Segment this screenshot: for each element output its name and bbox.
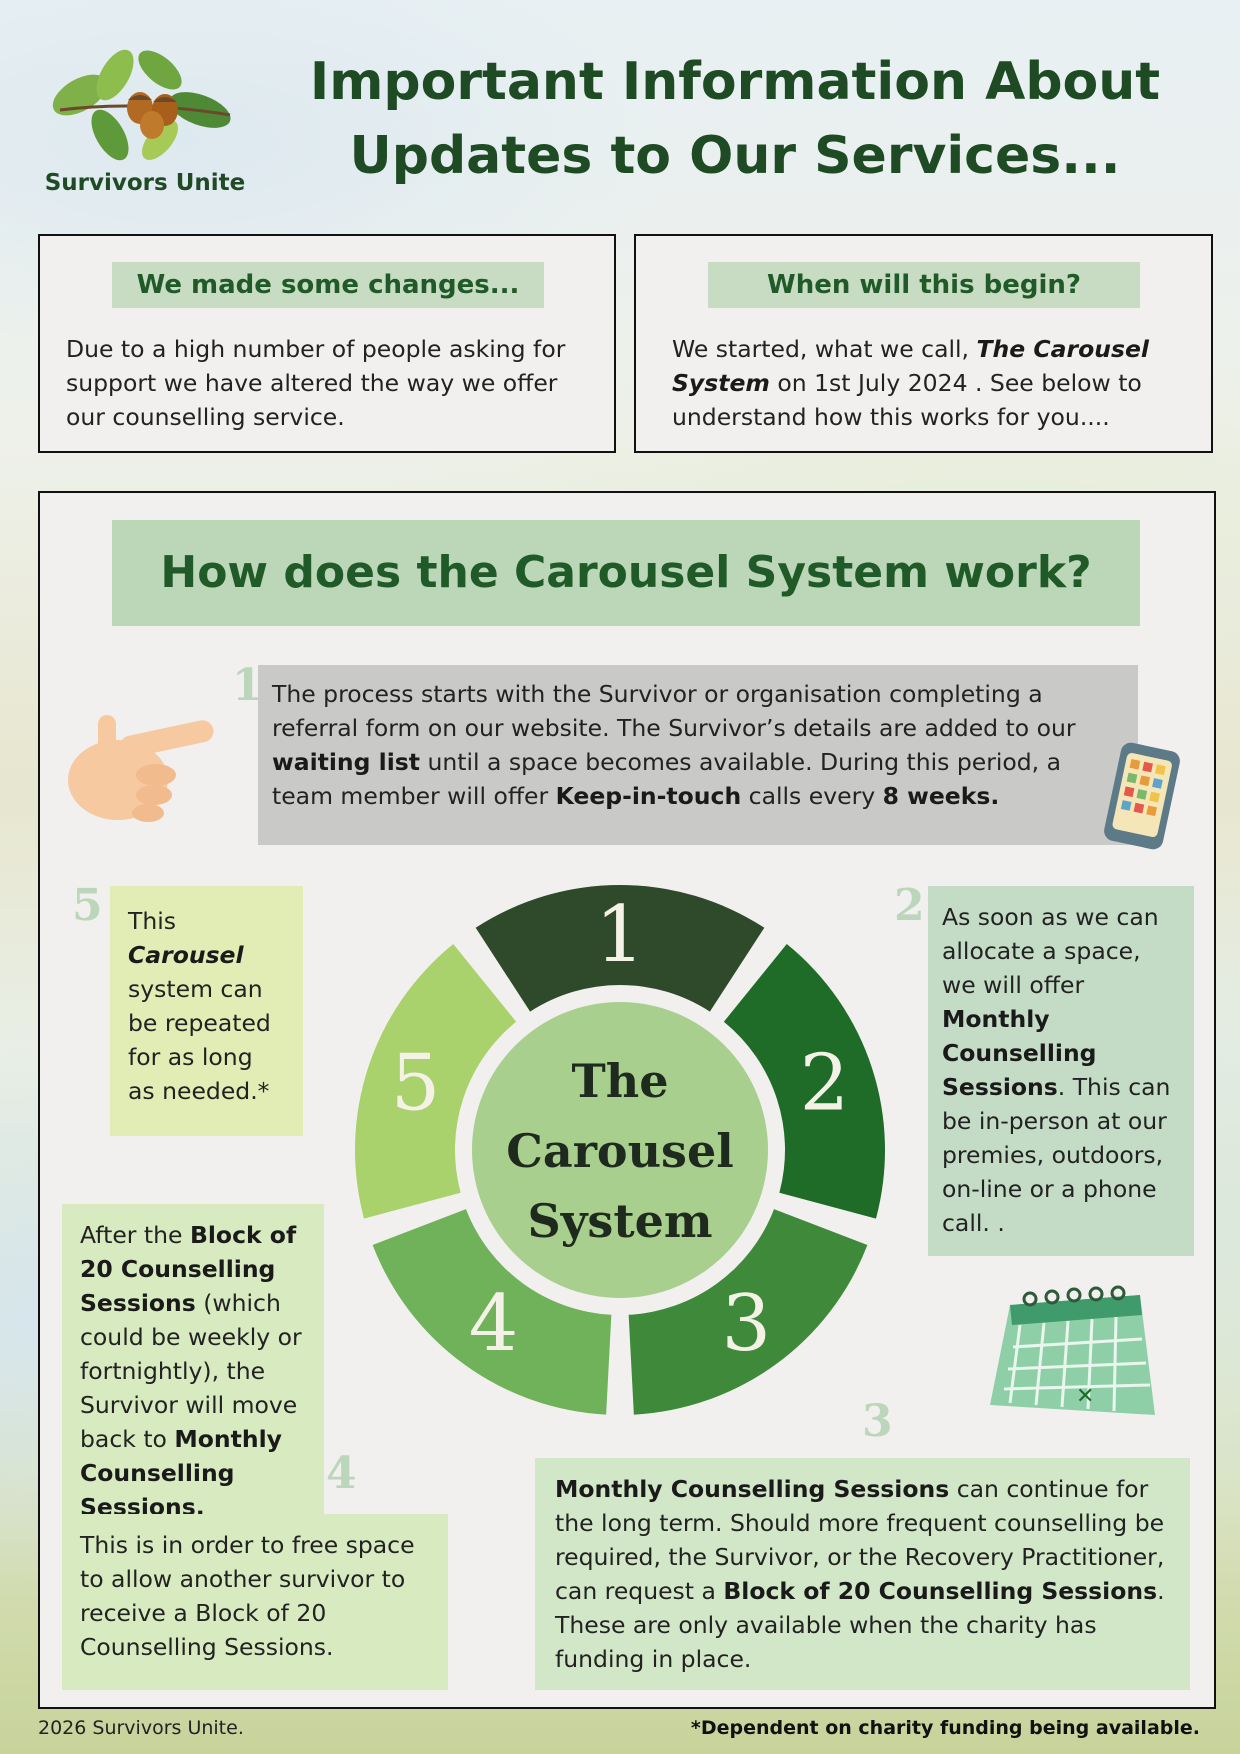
step-1-part-1: The process starts with the Survivor or … [272, 680, 1076, 742]
step-1-part-3: calls every [741, 782, 883, 810]
logo: Survivors Unite [40, 40, 250, 210]
begin-heading: When will this begin? [708, 262, 1140, 308]
wheel-segment-5 [355, 944, 517, 1219]
changes-body: Due to a high number of people asking fo… [66, 335, 566, 431]
step-3-bold-1: Monthly Counselling Sessions [555, 1475, 950, 1503]
step-3-part-1: can continue for the long term. Should m… [555, 1475, 1165, 1605]
wheel-segment-1 [475, 885, 765, 1012]
carousel-heading: How does the Carousel System work? [112, 520, 1140, 626]
page-title: Important Information About Updates to O… [270, 45, 1200, 193]
wheel-center-line-2: Carousel [506, 1124, 733, 1178]
logo-name: Survivors Unite [44, 170, 246, 196]
wheel-center-line-3: System [527, 1194, 712, 1248]
step-1-bold-1: waiting list [272, 748, 420, 776]
step-3-text: Monthly Counselling Sessions can continu… [535, 1458, 1190, 1690]
step-3-part-2: . These are only available when the char… [555, 1577, 1165, 1673]
step-4-bold-2: Monthly Counselling Sessions. [80, 1425, 282, 1521]
step-1-bold-3: 8 weeks. [882, 782, 1000, 810]
begin-body: We started, what we call, The Carousel S… [672, 332, 1182, 434]
step-1-text: The process starts with the Survivor or … [258, 665, 1138, 845]
step-4-text-continued: This is in order to free space to allow … [62, 1514, 448, 1690]
carousel-wheel: The Carousel System 1 2 3 4 5 [355, 885, 885, 1415]
svg-text:✕: ✕ [1076, 1384, 1094, 1409]
wheel-number-3: 3 [722, 1279, 772, 1369]
step-4-part-1: After the [80, 1221, 190, 1249]
phone-icon [1102, 742, 1184, 856]
wheel-center-line-1: The [572, 1054, 669, 1108]
wheel-number-4: 4 [469, 1279, 519, 1369]
begin-box: When will this begin? We started, what w… [634, 234, 1213, 453]
step-1-part-2: until a space becomes available. During … [272, 748, 1062, 810]
title-line-1: Important Information About [309, 52, 1161, 112]
step-2-text: As soon as we can allocate a space, we w… [928, 886, 1194, 1256]
begin-text-2: on 1st July 2024 . See below to understa… [672, 369, 1142, 431]
begin-text-1: We started, what we call, [672, 335, 977, 363]
step-5-part-1: This [128, 907, 177, 935]
pointing-hand-icon [58, 690, 218, 834]
step-number-5: 5 [72, 880, 103, 931]
step-4-bold-1: Block of 20 Counselling Sessions [80, 1221, 297, 1317]
calendar-icon: ✕ [980, 1285, 1160, 1429]
step-3-bold-2: Block of 20 Counselling Sessions [723, 1577, 1158, 1605]
changes-heading: We made some changes... [112, 262, 544, 308]
step-1-bold-2: Keep-in-touch [555, 782, 742, 810]
wheel-number-2: 2 [800, 1039, 850, 1129]
step-number-1: 1 [232, 660, 263, 711]
step-5-text: This Carousel system can be repeated for… [110, 886, 303, 1136]
footer-copyright: 2026 Survivors Unite. [38, 1717, 244, 1739]
title-line-2: Updates to Our Services... [349, 126, 1121, 186]
oak-leaf-icon [52, 49, 231, 161]
wheel-center [472, 1002, 768, 1298]
step-4-part-2: (which could be weekly or fortnightly), … [80, 1289, 302, 1453]
step-5-part-2: system can be repeated for as long as ne… [128, 975, 271, 1105]
step-5-bold: Carousel [128, 941, 244, 969]
wheel-segment-4 [372, 1209, 612, 1415]
wheel-segment-3 [628, 1209, 868, 1415]
begin-carousel-name: The Carousel System [672, 335, 1149, 397]
wheel-segment-2 [723, 944, 885, 1219]
footer-disclaimer: *Dependent on charity funding being avai… [690, 1717, 1200, 1739]
changes-box: We made some changes... Due to a high nu… [38, 234, 616, 453]
step-number-4: 4 [326, 1448, 357, 1499]
wheel-number-5: 5 [391, 1039, 441, 1129]
step-number-2: 2 [894, 880, 925, 931]
step-2-part-1: As soon as we can allocate a space, we w… [942, 903, 1159, 999]
step-4-text: After the Block of 20 Counselling Sessio… [62, 1204, 324, 1524]
wheel-number-1: 1 [595, 890, 645, 980]
step-2-part-2: . This can be in-person at our premies, … [942, 1073, 1171, 1237]
step-number-3: 3 [862, 1396, 893, 1447]
step-2-bold: Monthly Counselling Sessions [942, 1005, 1097, 1101]
